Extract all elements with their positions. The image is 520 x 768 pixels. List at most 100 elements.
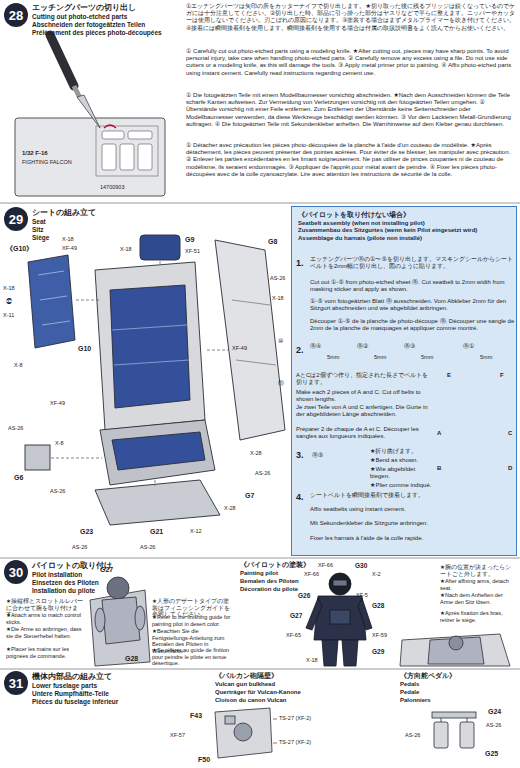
part-label: 3. <box>296 450 304 461</box>
part-label: Palonniers <box>400 697 431 704</box>
paint-code: XF-5 <box>356 592 368 599</box>
paint-code: AS-26 <box>405 732 420 739</box>
instruction-text: ① Die fotogeätzten Teile mit einem Model… <box>186 92 516 128</box>
part-label: G25 <box>485 750 498 758</box>
paint-code: AS-26 <box>8 425 23 432</box>
instruction-text: ★折り曲げます。 <box>370 448 436 455</box>
instruction-text: AとCは2個ずつ作り、指定された長さでベルトを切ります。 <box>296 372 431 386</box>
instruction-text: Préparer 2 de chaque de A et C. Découper… <box>296 426 431 440</box>
part-label: G23 <box>80 528 93 536</box>
paint-code: X-18 <box>3 285 15 292</box>
instruction-text: Cutting out photo-etched parts <box>32 13 182 21</box>
part-label: 機体内部品の組み立て <box>32 672 112 681</box>
paint-code: AS-26 <box>486 722 501 729</box>
panel-heading: 《パイロットを取り付けない場合》 <box>298 211 510 220</box>
part-label: G28 <box>372 602 384 610</box>
part-label: G21 <box>150 528 163 536</box>
instruction-text: Je zwei Teile von A und C anfertigen. Di… <box>296 404 431 418</box>
part-label: G28 <box>125 655 138 663</box>
paint-code: XF-51 <box>185 248 200 255</box>
part-label: Querträger für Vulcan-Kanone <box>215 689 301 696</box>
part-label: Einsetzen des Piloten <box>32 579 99 587</box>
part-label: Seat <box>32 218 46 226</box>
step-label: 30 <box>9 565 23 580</box>
part-label: シートの組み立て <box>32 208 96 217</box>
instruction-text: Abschneiden der fotogeätzten Teilen <box>32 21 182 29</box>
paint-code: XF-49 <box>50 400 65 407</box>
part-label: 1. <box>296 258 304 269</box>
paint-code: TS-27 (XF-2) <box>279 715 311 722</box>
instruction-text: ①-⑤ vom fotogeätzten Blatt ⓐ ausschneide… <box>310 298 515 312</box>
instruction-text: ★Bend as shown. <box>370 457 436 464</box>
instruction-text: シートベルトを瞬間接着剤で接着します。 <box>310 492 435 499</box>
instruction-text: ★Plier comme indiqué. <box>370 482 436 489</box>
part-label: A <box>437 430 441 437</box>
instruction-text: Fixer les harnais à l'aide de la colle r… <box>310 535 435 542</box>
part-label: G29 <box>372 648 384 656</box>
paint-code: FIGHTING FALCON <box>22 159 72 166</box>
part-label: E <box>447 372 451 379</box>
paint-code: 5mm <box>374 354 386 361</box>
instruction-text: ① Détacher avec précaution les pièces ph… <box>186 142 516 178</box>
seat-exploded <box>25 235 285 525</box>
pedals <box>432 712 476 748</box>
paint-code: ⓐ② <box>357 343 368 350</box>
paint-code: X-8 <box>55 440 64 447</box>
part-label: 2. <box>296 345 304 356</box>
panel-heading: Assemblage du harnais (pilote non instal… <box>298 235 510 243</box>
part-label: Vulcan gun bulkhead <box>215 681 275 688</box>
paint-code: ⓐ③ <box>404 343 415 350</box>
instruction-text: ★Placer les mains sur les poignées de co… <box>6 646 88 659</box>
paint-code: XF-66 <box>318 562 333 569</box>
instruction-text: Découper ①-⑤ de la planche de photo-déco… <box>310 318 515 332</box>
paint-code: X-18 <box>272 295 284 302</box>
vulcan-bulkhead <box>215 708 277 758</box>
paint-code: ⓐ① <box>463 343 474 350</box>
instruction-text: ★Nach dem Anheften der Arme den Sitz lös… <box>440 592 516 605</box>
step-label: 31 <box>9 676 23 691</box>
seat-with-pilot <box>400 634 510 666</box>
paint-code: XF-49 <box>232 345 247 352</box>
step-label: 29 <box>9 212 23 227</box>
paint-code: X-8 <box>14 362 23 369</box>
paint-code: XF-59 <box>372 632 387 639</box>
part-label: Painting pilot <box>240 570 278 577</box>
paint-code: AS-26 <box>140 544 155 551</box>
part-label: G27 <box>100 566 113 574</box>
paint-code: X-18 <box>62 236 74 243</box>
instruction-text: Affix seatbelts using instant cement. <box>310 506 435 513</box>
part-label: G9 <box>185 236 194 244</box>
instruction-text: ★Refer to the finishing guide for painti… <box>152 614 234 627</box>
part-label: G26 <box>298 592 310 600</box>
section-divider <box>0 203 520 669</box>
paint-code: XF-57 <box>170 732 185 739</box>
part-label: Siège <box>32 234 49 242</box>
paint-code: XF-65 <box>286 632 301 639</box>
instruction-text: Mit Sekundenkleber die Sitzgurte anbring… <box>310 520 435 527</box>
paint-code: AS-26 <box>72 544 87 551</box>
paint-code: ㉜ <box>6 298 12 305</box>
instruction-text: ★Wie abgebildet biegen. <box>370 466 436 480</box>
paint-code: X-28 <box>250 450 262 457</box>
paint-code: X-12 <box>190 528 202 535</box>
part-label: Sitz <box>32 226 44 234</box>
paint-code: 5mm <box>327 354 339 361</box>
part-label: G27 <box>290 612 302 620</box>
knife-and-fret <box>15 35 165 196</box>
paint-code: XF-49 <box>62 245 77 252</box>
part-label: Pedals <box>400 681 419 688</box>
paint-code: 5mm <box>480 354 492 361</box>
paint-code: X-18 <box>120 246 132 253</box>
instruction-text: ①エッチングパーツは矢印の所をカッターナイフで切り出します。★切り取った後に残る… <box>186 3 516 32</box>
instruction-text: ★Se référer au guide de finition pour pe… <box>152 647 234 667</box>
part-label: C <box>508 430 512 437</box>
instruction-text: Make each 2 pieces of A and C. Cut off b… <box>296 389 431 403</box>
part-label: Cloison du canon Vulcan <box>215 697 286 704</box>
panel-heading: Zusammenbau des Sitzgurtes (wenn kein Pi… <box>298 227 510 235</box>
instruction-text: エッチングパーツⓐの①〜⑤を切り出します。マスキングシールからシートベルトを2m… <box>310 256 515 270</box>
instruction-text: ① Carefully cut out photo-etched parts u… <box>186 48 516 77</box>
step-label: 28 <box>9 8 23 23</box>
instruction-text: ★腕の位置が決まったらシートごと外します。 <box>440 564 516 577</box>
part-label: G24 <box>488 708 501 716</box>
